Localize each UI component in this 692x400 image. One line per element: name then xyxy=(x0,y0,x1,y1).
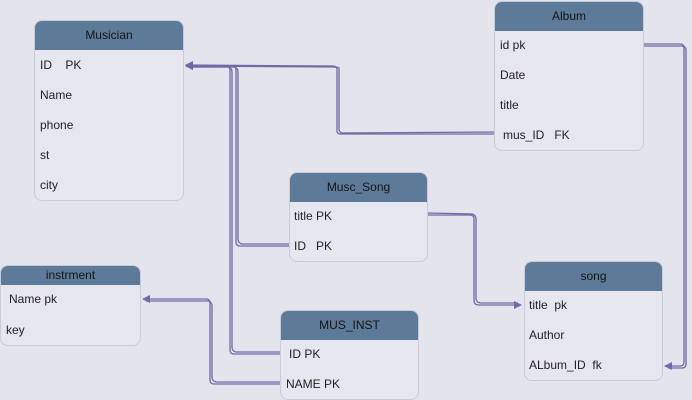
edge-musinst-instrment-sketch xyxy=(146,300,280,383)
edge-musinst-musician xyxy=(185,62,280,355)
field-musician-name: Name xyxy=(40,88,73,102)
field-album-title: title xyxy=(500,98,519,112)
entity-musc-song[interactable]: Musc_Song title PK ID PK xyxy=(289,172,428,262)
field-song-title: title pk xyxy=(529,298,568,312)
field-album-mus-id: mus_ID FK xyxy=(503,128,570,142)
field-musician-id: ID PK xyxy=(40,58,82,72)
entity-musc-song-title: Musc_Song xyxy=(290,173,427,202)
entity-song-title: song xyxy=(525,262,662,291)
entity-instrment-title: instrment xyxy=(1,266,140,285)
entity-album-title: Album xyxy=(495,2,643,31)
edge-muscsong-musician xyxy=(185,62,289,247)
field-song-album-id: ALbum_ID fk xyxy=(529,358,602,372)
edge-muscsong-musician-sketch xyxy=(192,66,289,245)
entity-album[interactable]: Album id pk Date title mus_ID FK xyxy=(494,1,644,151)
edge-muscsong-song-sketch xyxy=(427,212,518,304)
field-album-date: Date xyxy=(500,68,526,82)
field-album-id: id pk xyxy=(500,38,526,52)
field-song-author: Author xyxy=(529,328,565,342)
edge-musinst-musician-sketch xyxy=(192,66,280,353)
entity-song[interactable]: song title pk Author ALbum_ID fk xyxy=(524,261,663,381)
field-musc-song-id: ID PK xyxy=(294,239,333,253)
entity-instrment[interactable]: instrment Name pk key xyxy=(0,265,141,346)
field-musc-song-title: title PK xyxy=(294,209,333,223)
field-musician-city: city xyxy=(40,178,58,192)
edge-album-musician-sketch xyxy=(189,65,498,134)
field-instrment-key: key xyxy=(6,323,25,337)
edge-muscsong-song xyxy=(428,214,522,309)
field-mus-inst-id: ID PK xyxy=(289,347,321,361)
edge-album-musician xyxy=(185,61,498,135)
field-mus-inst-name: NAME PK xyxy=(286,377,341,391)
entity-musician[interactable]: Musician ID PK Name phone st city xyxy=(34,20,184,201)
entity-musician-title: Musician xyxy=(35,21,183,50)
entity-mus-inst[interactable]: MUS_INST ID PK NAME PK xyxy=(280,310,419,400)
field-musician-phone: phone xyxy=(40,118,74,132)
edge-musinst-instrment xyxy=(142,295,280,385)
entity-mus-inst-title: MUS_INST xyxy=(281,311,418,340)
field-musician-st: st xyxy=(40,148,50,162)
field-instrment-name: Name pk xyxy=(9,292,58,306)
